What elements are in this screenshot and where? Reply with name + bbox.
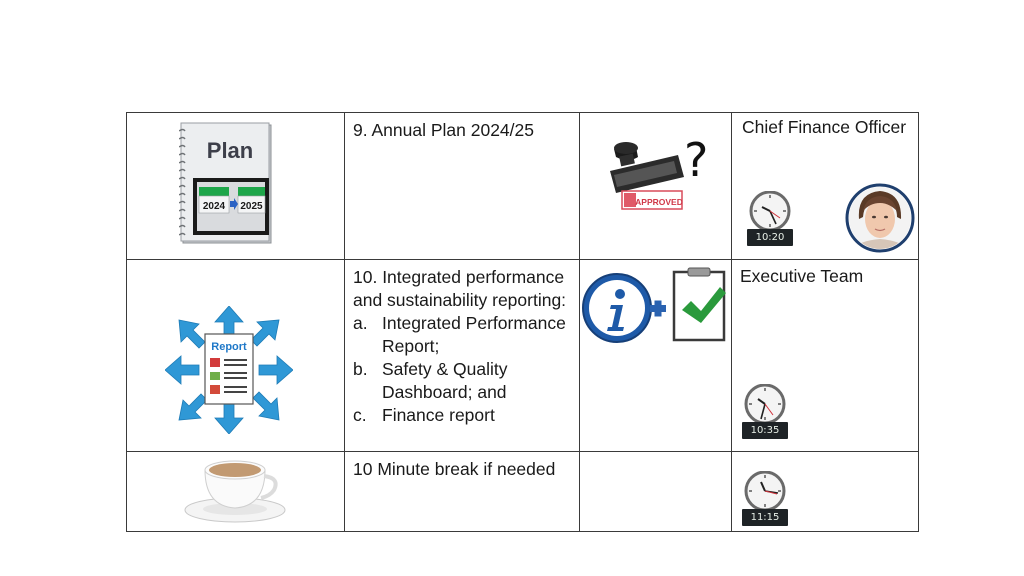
agenda-item-content: 10. Integrated performance and sustainab…	[345, 260, 579, 427]
sub-item-letter: b.	[353, 359, 368, 379]
clock-face	[744, 470, 786, 512]
information-plus-checklist-icon	[582, 267, 726, 343]
sub-item-letter: a.	[353, 313, 368, 333]
sub-item-text: Integrated Performance Report;	[382, 313, 566, 356]
lead-cell: 11:15	[731, 451, 919, 532]
list-item: b. Safety & Quality Dashboard; and	[353, 358, 571, 404]
svg-text:2025: 2025	[240, 201, 263, 212]
agenda-item-title: 10 Minute break if needed	[353, 459, 556, 479]
clock-time-label: 10:35	[742, 422, 788, 439]
lead-name	[732, 452, 918, 458]
agenda-item-title: 9. Annual Plan 2024/25	[353, 120, 534, 140]
question-mark-text: ?	[684, 133, 709, 187]
sub-item-letter: c.	[353, 405, 367, 425]
item-icon-cell	[126, 451, 345, 532]
agenda-row-integrated-reporting: Report 10. Integrated performance and su…	[126, 259, 919, 452]
method-cell	[579, 451, 732, 532]
lead-name: Executive Team	[740, 266, 864, 286]
agenda-table: Plan 2024 2025 9. Annual Plan 2024/25	[126, 112, 919, 532]
avatar	[845, 183, 915, 253]
svg-text:2024: 2024	[203, 201, 226, 212]
plan-document-icon: Plan 2024 2025	[179, 122, 272, 244]
svg-text:APPROVED: APPROVED	[635, 197, 683, 207]
item-title-cell: 10 Minute break if needed	[344, 451, 580, 532]
sub-item-text: Safety & Quality Dashboard; and	[382, 359, 508, 402]
clock-icon: 10:20	[747, 190, 793, 246]
agenda-item-title: 10. Integrated performance and sustainab…	[353, 267, 567, 310]
item-icon-cell: Report	[126, 259, 345, 452]
clock-time-label: 11:15	[742, 509, 788, 526]
clock-icon: 10:35	[742, 383, 788, 439]
svg-text:Report: Report	[211, 341, 247, 353]
list-item: a. Integrated Performance Report;	[353, 312, 571, 358]
agenda-row-annual-plan: Plan 2024 2025 9. Annual Plan 2024/25	[126, 112, 919, 260]
item-title-cell: 9. Annual Plan 2024/25	[344, 112, 580, 260]
list-item: c. Finance report	[353, 404, 571, 427]
agenda-row-break: 10 Minute break if needed 11:15	[126, 451, 919, 532]
method-cell	[579, 259, 732, 452]
clock-time-label: 10:20	[747, 229, 793, 246]
clock-face	[744, 383, 786, 425]
method-cell: APPROVED ?	[579, 112, 732, 260]
report-expand-icon: Report	[165, 306, 293, 434]
tea-cup-icon	[184, 460, 286, 523]
lead-cell: Chief Finance Officer 10:20	[731, 112, 919, 260]
approved-stamp-icon: APPROVED	[610, 142, 684, 210]
item-title-cell: 10. Integrated performance and sustainab…	[344, 259, 580, 452]
item-icon-cell: Plan 2024 2025	[126, 112, 345, 260]
clock-icon: 11:15	[742, 470, 788, 526]
clock-face	[749, 190, 791, 232]
sub-item-list: a. Integrated Performance Report; b. Saf…	[353, 312, 571, 427]
svg-text:Plan: Plan	[207, 138, 253, 163]
lead-name: Chief Finance Officer	[742, 117, 907, 137]
sub-item-text: Finance report	[382, 405, 495, 425]
lead-cell: Executive Team 10:35	[731, 259, 919, 452]
